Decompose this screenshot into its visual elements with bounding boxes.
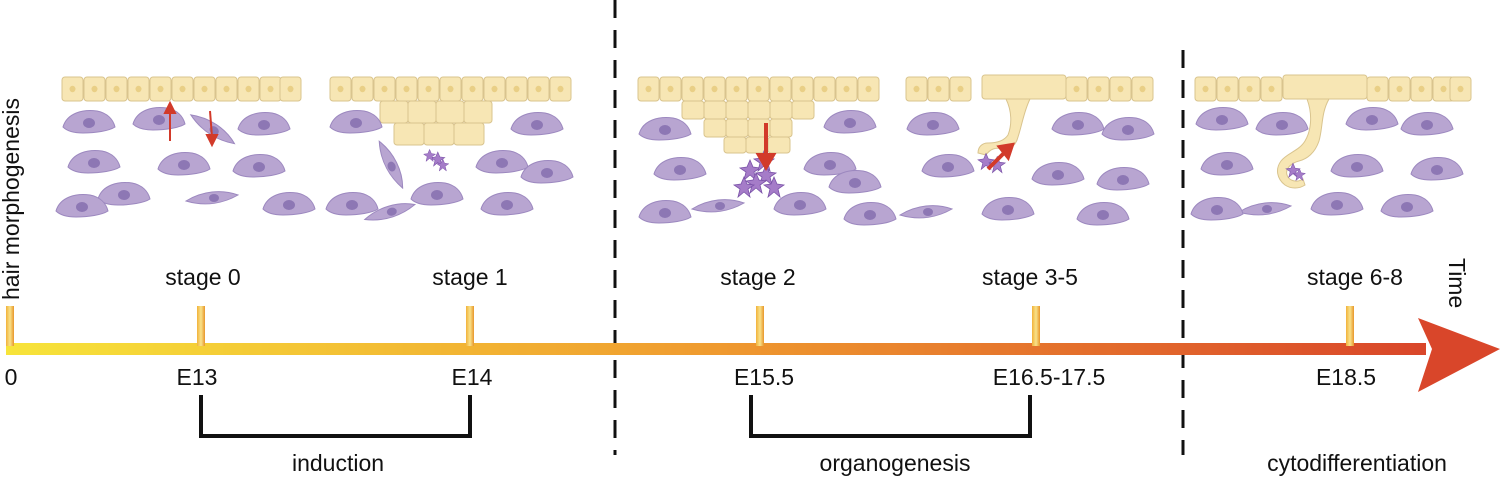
tick-label-e16-5-17-5: E16.5-17.5	[992, 364, 1106, 390]
tick-stage-2	[756, 306, 764, 346]
y-axis-label: hair morphogenesis	[0, 97, 24, 300]
signal-arrow	[986, 142, 1015, 171]
time-axis	[6, 306, 1500, 392]
panel-stage-3-5	[899, 74, 1155, 226]
tick-stage-6-8	[1346, 306, 1354, 346]
placode-thickening	[379, 100, 493, 146]
epithelium-row	[1194, 74, 1472, 102]
stage-label-6-8: stage 6-8	[1307, 264, 1403, 290]
epithelium-row	[905, 74, 1154, 102]
phase-label-induction: induction	[291, 450, 385, 476]
epithelium-row	[329, 76, 572, 102]
hair-follicle	[1277, 98, 1330, 189]
tick-stage-1	[466, 306, 474, 346]
bracket-induction	[199, 395, 472, 438]
panel-stage-2	[637, 75, 897, 226]
tick-label-e18-5: E18.5	[1315, 364, 1377, 390]
panel-stage-6-8	[1190, 74, 1472, 225]
placode-germ	[681, 100, 815, 154]
phase-brackets	[199, 395, 1032, 438]
signal-arrows	[163, 100, 219, 148]
panel-stage-0	[55, 75, 316, 225]
bracket-organogenesis	[749, 395, 1032, 438]
stage-label-1: stage 1	[432, 264, 508, 290]
phase-label-organogenesis: organogenesis	[819, 450, 971, 476]
tick-label-e15-5: E15.5	[733, 364, 795, 390]
time-axis-arrowhead	[1418, 318, 1500, 392]
epithelium-row	[61, 76, 302, 102]
time-label: Time	[1444, 258, 1470, 309]
phase-divider-lines	[613, 0, 1185, 455]
stage-label-2: stage 2	[720, 264, 796, 290]
epithelium-row	[637, 76, 880, 102]
stage-label-3-5: stage 3-5	[982, 264, 1078, 290]
tick-origin	[6, 306, 14, 346]
tick-stage-0	[197, 306, 205, 346]
time-axis-bar	[6, 343, 1426, 355]
tick-label-e13: E13	[176, 364, 218, 390]
phase-label-cytodifferentiation: cytodifferentiation	[1267, 450, 1447, 476]
tick-label-e14: E14	[451, 364, 493, 390]
tick-stage-3-5	[1032, 306, 1040, 346]
tick-label-origin: 0	[4, 364, 18, 390]
signal-arrow	[755, 123, 777, 171]
stage-label-0: stage 0	[165, 264, 241, 290]
panel-stage-1	[325, 75, 574, 225]
